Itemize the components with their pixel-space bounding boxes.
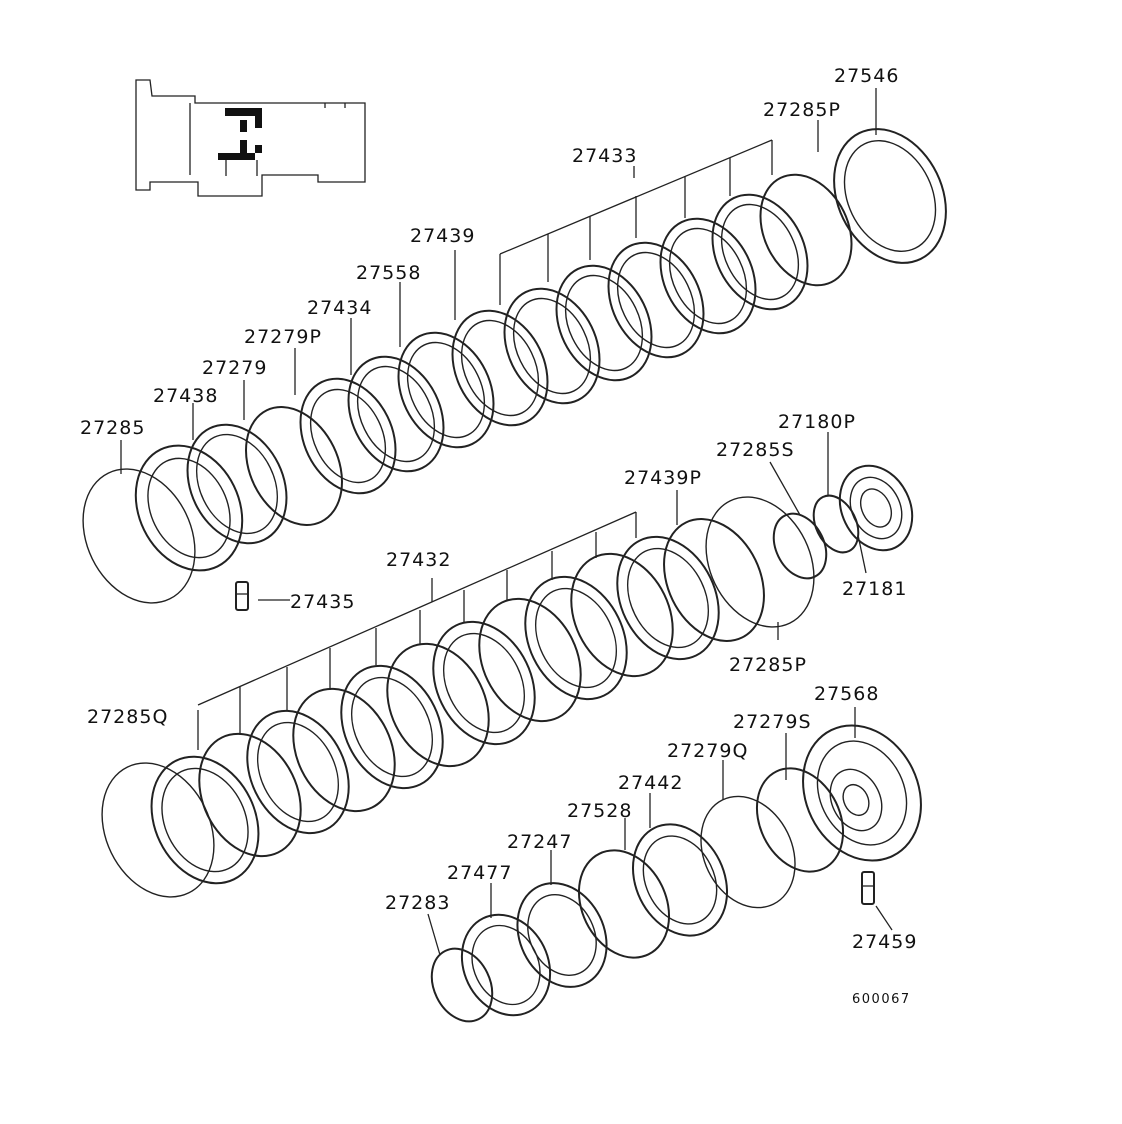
assembly-27181 — [772, 464, 914, 580]
callout-27433: 27433 — [572, 145, 637, 167]
callout-27283: 27283 — [385, 892, 450, 914]
callout-27435: 27435 — [290, 591, 355, 613]
callout-27528: 27528 — [567, 800, 632, 822]
leader-lines — [120, 88, 893, 956]
callout-27247: 27247 — [507, 831, 572, 853]
callout-27180P: 27180P — [778, 411, 856, 433]
callout-27442: 27442 — [618, 772, 683, 794]
callout-27558: 27558 — [356, 262, 421, 284]
plate-27279 — [186, 423, 288, 545]
plate-27434 — [299, 377, 397, 495]
callout-27279Q: 27279Q — [667, 740, 748, 762]
callout-27438: 27438 — [153, 385, 218, 407]
callout-27279S: 27279S — [733, 711, 812, 733]
callout-27432: 27432 — [386, 549, 451, 571]
snap-ring-27285P-upper — [759, 173, 853, 287]
lower-clutch-pack — [430, 724, 922, 1023]
snap-ring-27285Q — [101, 762, 215, 898]
plate-27439 — [397, 331, 495, 449]
part-27435 — [235, 581, 249, 611]
reaction-plate-27546 — [833, 128, 947, 264]
plate-27279P — [245, 406, 343, 526]
callout-27285P-middle: 27285P — [729, 654, 807, 676]
callout-27181: 27181 — [842, 578, 907, 600]
piston-assembly-27568 — [802, 724, 922, 862]
ring-27477 — [460, 913, 552, 1017]
callout-27279P: 27279P — [244, 326, 322, 348]
callout-27568: 27568 — [814, 683, 879, 705]
ring-27180P — [812, 494, 860, 554]
plate-27247 — [516, 882, 608, 988]
plate-27528 — [577, 849, 671, 959]
part-27459 — [861, 871, 875, 905]
callout-27546: 27546 — [834, 65, 899, 87]
callout-27434: 27434 — [307, 297, 372, 319]
plate-27442 — [631, 823, 729, 937]
plate-27558 — [347, 355, 445, 473]
callout-27439: 27439 — [410, 225, 475, 247]
transmission-locator-thumbnail — [135, 79, 366, 197]
retaining-plate-27438 — [134, 444, 244, 572]
ring-27279S — [755, 767, 845, 873]
drawing-code: 600067 — [852, 992, 911, 1007]
callout-27439P: 27439P — [624, 467, 702, 489]
middle-clutch-pack — [101, 496, 815, 898]
callout-27279: 27279 — [202, 357, 267, 379]
callout-27285S: 27285S — [716, 439, 795, 461]
ring-27283 — [430, 947, 494, 1023]
callout-labels: 27546 27285P 27433 27439 27558 27434 272… — [80, 65, 917, 1007]
snap-ring-27285 — [82, 468, 196, 604]
callout-27477: 27477 — [447, 862, 512, 884]
snap-ring-27279Q — [700, 795, 796, 909]
upper-clutch-pack — [82, 128, 947, 604]
callout-27285: 27285 — [80, 417, 145, 439]
callout-27285P-top: 27285P — [763, 99, 841, 121]
plate-27439P — [616, 535, 720, 661]
snap-ring-27285S — [772, 512, 828, 580]
snap-ring-27285P-middle — [705, 496, 815, 628]
callout-27285Q: 27285Q — [87, 706, 168, 728]
callout-27459: 27459 — [852, 931, 917, 953]
